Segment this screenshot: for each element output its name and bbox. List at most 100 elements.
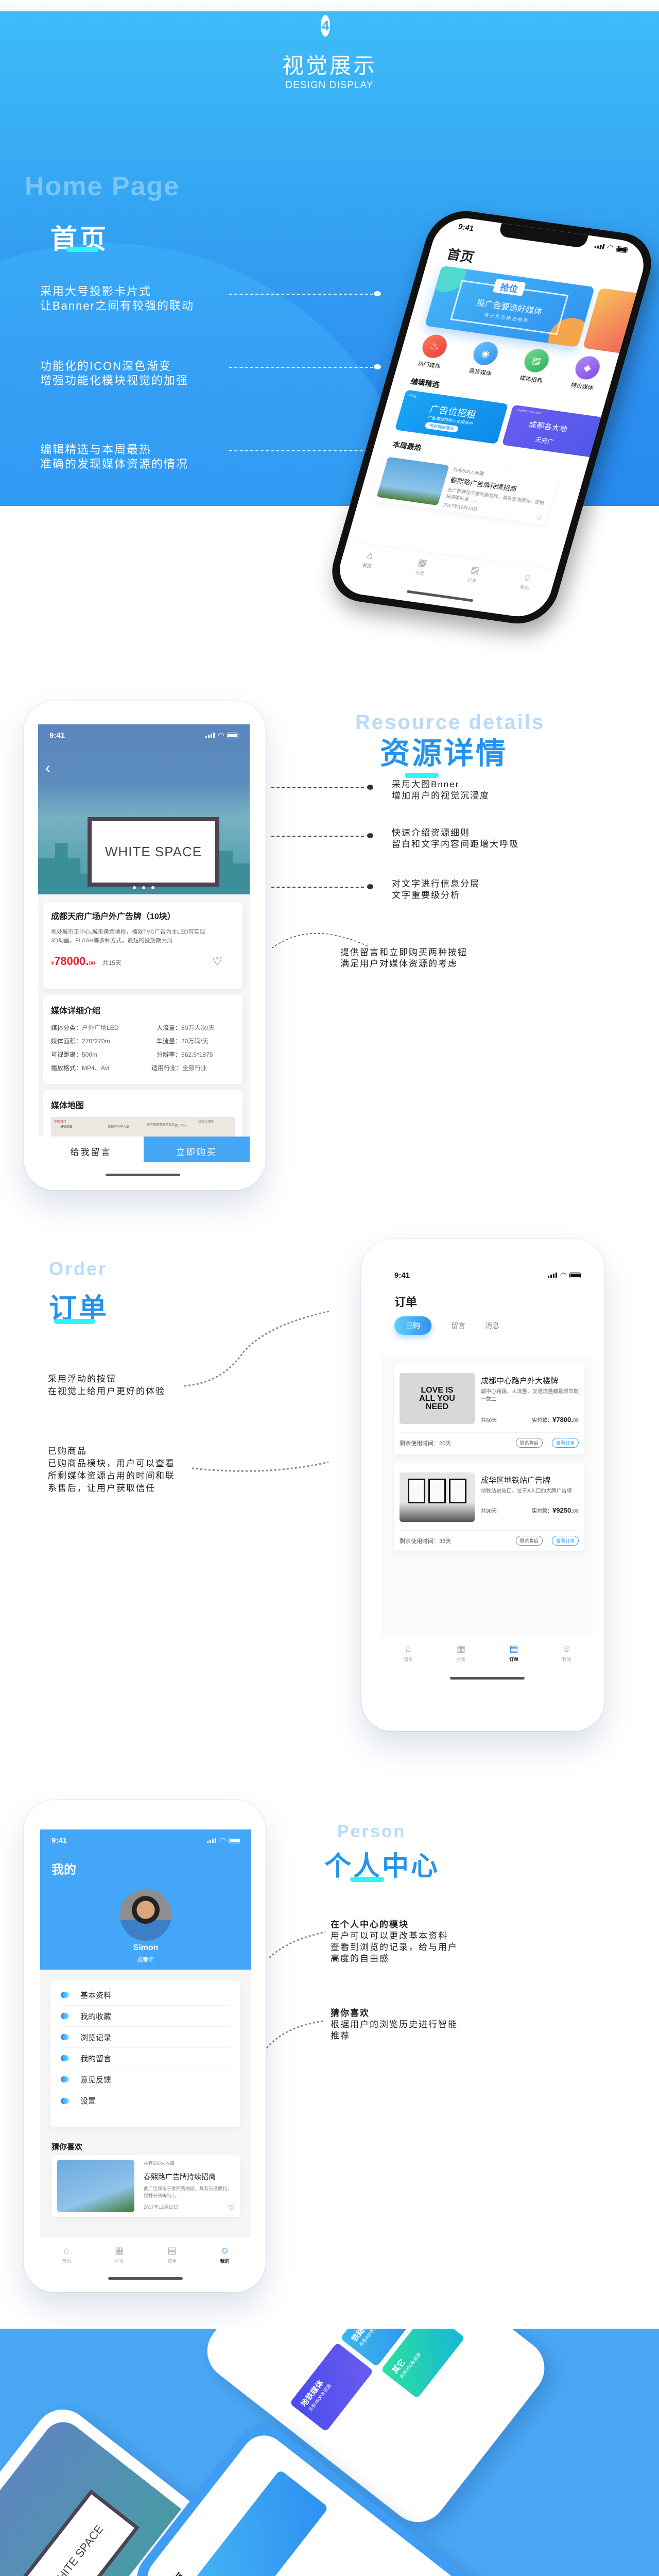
order-thumbnail: LOVE IS ALL YOU NEED bbox=[400, 1373, 475, 1424]
recommend-card[interactable]: 共有500人收藏 春熙路广告牌持续招商 此广告牌位于春熙路地段，具有交通便利，视… bbox=[51, 2155, 240, 2217]
buy-now-button[interactable]: 立即购买 bbox=[144, 1137, 250, 1162]
menu-my-messages[interactable]: 我的留言 bbox=[61, 2048, 230, 2069]
home-indicator bbox=[406, 590, 474, 602]
resource-summary-card: 成都天府广场户外广告牌（10块） 地处城市正中心,城市黄金地段，播放TVC广告为… bbox=[43, 902, 242, 989]
connector-line bbox=[229, 450, 378, 451]
tab-order[interactable]: ▤订单 bbox=[167, 2245, 177, 2264]
category-investment[interactable]: ▤媒体招商 bbox=[510, 346, 560, 386]
tag-icon: ◆ bbox=[573, 354, 603, 381]
tab-purchased[interactable]: 已购 bbox=[394, 1316, 431, 1335]
menu-feedback[interactable]: 意见反馈 bbox=[61, 2069, 230, 2090]
order-icon: ▤ bbox=[509, 1643, 518, 1654]
person-feature-2: 猜你喜欢 根据用户的浏览历史进行智能推荐 bbox=[331, 2008, 458, 2041]
category-icon: ▦ bbox=[115, 2245, 124, 2256]
connector-dot bbox=[367, 833, 373, 838]
tab-category[interactable]: ▦分类 bbox=[456, 1643, 466, 1662]
heart-icon[interactable]: ♡ bbox=[228, 2204, 234, 2212]
bullet-icon bbox=[61, 2097, 69, 2104]
screen-title: 订单 bbox=[394, 1296, 418, 1309]
wifi-icon: ◠ bbox=[218, 731, 224, 740]
menu-favorites[interactable]: 我的收藏 bbox=[61, 2006, 230, 2027]
bottom-action-bar: 给我留言 立即购买 bbox=[38, 1137, 250, 1162]
category-icon: ▦ bbox=[417, 557, 429, 568]
curved-connector bbox=[271, 933, 369, 948]
hero-banner: 9:41 ◠ ‹ WHITE SPACE bbox=[38, 724, 250, 894]
fire-icon: ♨ bbox=[419, 333, 450, 360]
message-button[interactable]: 给我留言 bbox=[38, 1137, 144, 1162]
connector-line bbox=[271, 887, 364, 888]
heart-icon: ♡ bbox=[535, 514, 544, 522]
bottom-tab-bar: ⌂首页 ▦分类 ▤订单 ☺我的 bbox=[382, 1636, 593, 1669]
home-banner[interactable]: 抢位 投广告要选好媒体 每日为您精选推荐 bbox=[424, 265, 595, 347]
tab-category[interactable]: ▦分类 bbox=[114, 2245, 124, 2264]
view-order-button[interactable]: 查看订单 bbox=[551, 1536, 579, 1546]
tab-order[interactable]: ▤订单 bbox=[509, 1643, 519, 1662]
title-underline bbox=[350, 1877, 384, 1882]
title-underline bbox=[405, 773, 439, 778]
connector-line bbox=[229, 367, 378, 368]
favorite-heart-icon[interactable]: ♡ bbox=[212, 955, 222, 968]
carousel-dots[interactable] bbox=[133, 886, 154, 889]
bullet-icon bbox=[61, 2034, 69, 2040]
briefcase-icon: ▤ bbox=[521, 347, 552, 374]
category-hot[interactable]: ♨热门媒体 bbox=[408, 332, 458, 371]
user-icon: ☺ bbox=[522, 571, 534, 583]
category-barter[interactable]: ◉易货媒体 bbox=[459, 339, 509, 379]
order-feature-1: 采用浮动的按钮在视觉上给用户更好的体验 bbox=[48, 1374, 165, 1396]
view-order-button[interactable]: 查看订单 bbox=[551, 1438, 579, 1448]
editor-pick-card[interactable]: Hire 广告位招租 广告媒体持续火热招商中 抢到就是赚到 bbox=[394, 389, 509, 444]
coin-icon: ◉ bbox=[470, 340, 501, 367]
connector-dot bbox=[374, 291, 381, 296]
recommend-heading: 猜你喜欢 bbox=[51, 2143, 83, 2151]
tab-home[interactable]: ⌂首页 bbox=[404, 1643, 413, 1662]
resource-feature-2: 快速介绍资源细则留白和文字内容间距增大呼吸 bbox=[392, 828, 519, 849]
home-icon: ⌂ bbox=[63, 2245, 70, 2256]
tab-home[interactable]: ⌂首页 bbox=[361, 550, 375, 569]
editor-pick-heading: 编辑精选 bbox=[409, 377, 441, 389]
menu-settings[interactable]: 设置 bbox=[61, 2090, 230, 2111]
order-icon: ▤ bbox=[469, 564, 481, 576]
tab-category[interactable]: ▦分类 bbox=[414, 557, 429, 577]
resource-title-en: Resource details bbox=[355, 711, 545, 734]
connector-line bbox=[229, 294, 378, 295]
category-icon: ▦ bbox=[457, 1643, 466, 1654]
connector-dot bbox=[367, 884, 373, 889]
order-feature-2: 已购商品已购商品模块，用户可以查看所剩媒体资源占用的时间和联系售后，让用户获取信… bbox=[48, 1446, 175, 1493]
editor-pick-card[interactable]: Golden Section 成都各大地 天府广 bbox=[501, 404, 605, 458]
menu-history[interactable]: 浏览记录 bbox=[61, 2027, 230, 2048]
order-icon: ▤ bbox=[167, 2245, 177, 2256]
connector-line bbox=[271, 787, 364, 788]
screen-title: 首页 bbox=[445, 246, 476, 265]
order-tabs: 已购 留言 消息 bbox=[394, 1316, 499, 1335]
billboard-photo bbox=[57, 2160, 134, 2212]
hot-item-card[interactable]: 共有500人收藏 春熙路广告牌持续招商 此广告牌位于春熙路地段，具有交通便利，视… bbox=[371, 452, 559, 525]
wifi-icon: ◠ bbox=[560, 1271, 566, 1280]
category-card: 地铁媒体共有4600条资源 bbox=[289, 2342, 374, 2432]
back-arrow-icon[interactable]: ‹ bbox=[45, 759, 50, 776]
tab-notifications[interactable]: 消息 bbox=[485, 1321, 499, 1330]
wifi-icon: ◠ bbox=[606, 243, 615, 253]
tab-order[interactable]: ▤订单 bbox=[466, 564, 481, 584]
tab-profile[interactable]: ☺我的 bbox=[562, 1643, 571, 1662]
wifi-icon: ◠ bbox=[219, 1836, 226, 1845]
menu-basic-info[interactable]: 基本资料 bbox=[61, 1985, 230, 2006]
battery-icon bbox=[569, 1272, 581, 1278]
avatar[interactable] bbox=[120, 1889, 171, 1941]
tab-profile[interactable]: ☺我的 bbox=[220, 2245, 230, 2264]
category-special[interactable]: ◆特价媒体 bbox=[561, 353, 611, 393]
order-screen: 9:41 ◠ 订单 已购 留言 消息 LOVE IS ALL YOU NEED … bbox=[382, 1265, 593, 1690]
tab-messages-left[interactable]: 留言 bbox=[451, 1321, 465, 1330]
order-thumbnail bbox=[400, 1472, 475, 1522]
contact-support-button[interactable]: 联系售后 bbox=[515, 1438, 543, 1448]
home-icon: ⌂ bbox=[366, 550, 375, 561]
order-card[interactable]: LOVE IS ALL YOU NEED 成都中心路户外大楼牌 城中心路段、人流… bbox=[394, 1364, 584, 1454]
contact-support-button[interactable]: 联系售后 bbox=[515, 1536, 543, 1546]
order-card[interactable]: 成华区地铁站广告牌 地铁站进站口、位于A入口的大牌广告牌 共90天实付款：¥92… bbox=[394, 1463, 584, 1551]
tab-profile[interactable]: ☺我的 bbox=[519, 571, 534, 591]
tab-home[interactable]: ⌂首页 bbox=[62, 2245, 72, 2264]
bullet-icon bbox=[61, 2013, 69, 2019]
billboard: WHITE SPACE bbox=[88, 817, 219, 887]
person-feature-1: 在个人中心的模块 用户可以可以更改基本资料查看到浏览的记录，给与用户高度的自由感 bbox=[331, 1920, 458, 1963]
